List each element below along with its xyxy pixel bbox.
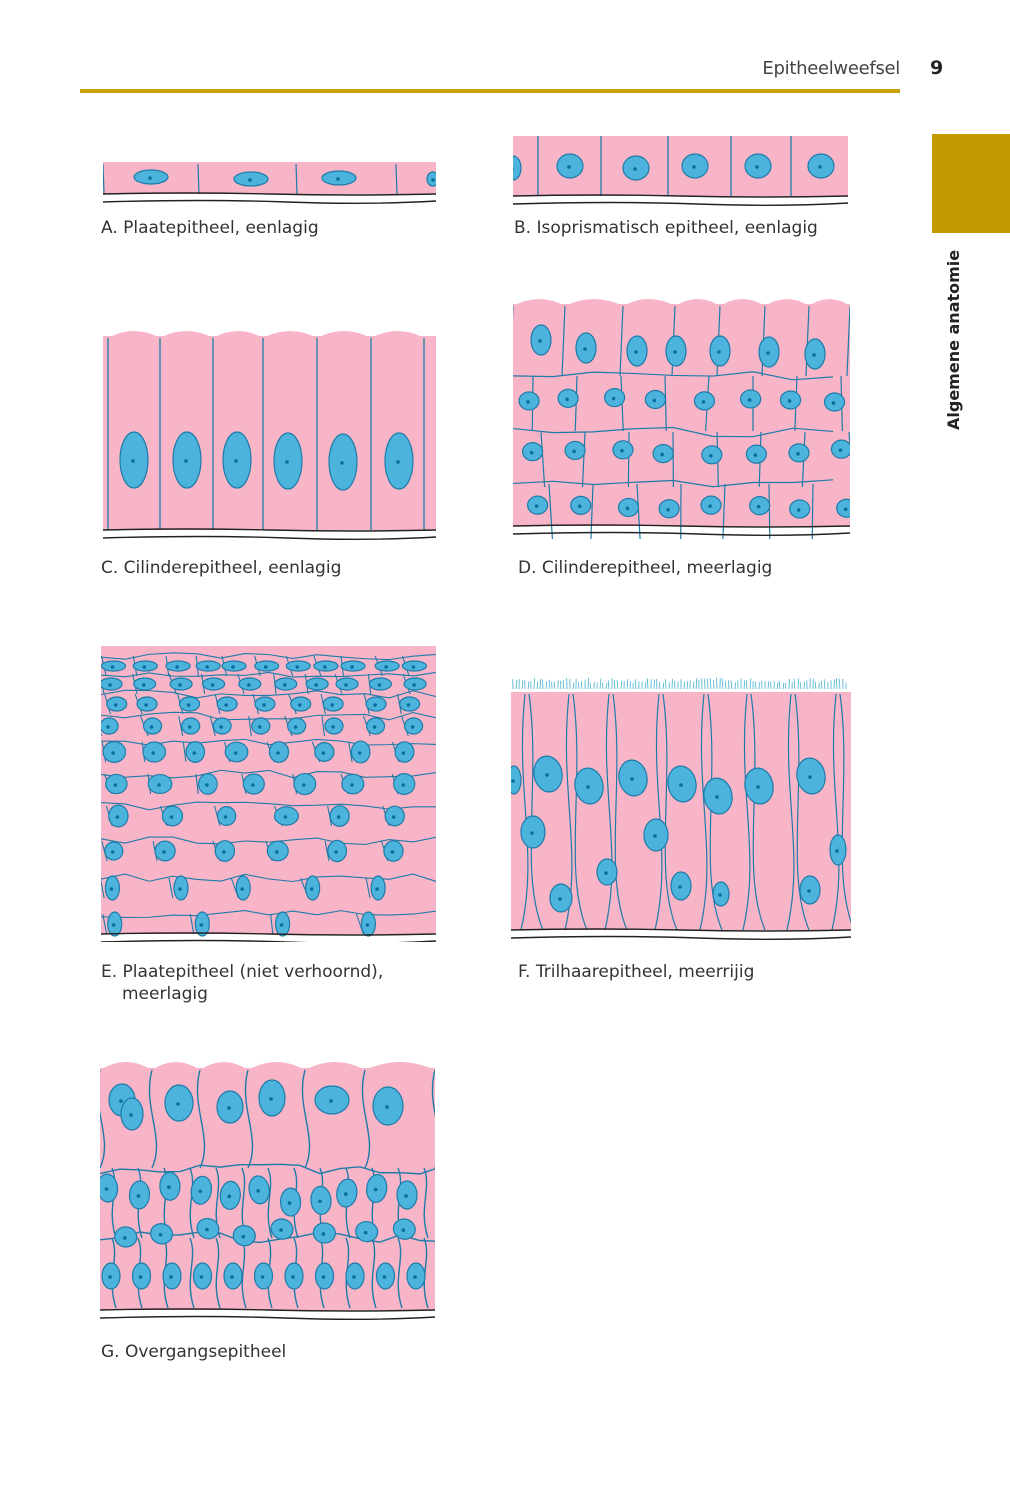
caption-e: E. Plaatepitheel (niet verhoornd), meerl… <box>101 961 383 1005</box>
section-title: Epitheelweefsel <box>762 58 900 79</box>
figure-d-columnar-stratified <box>513 296 850 540</box>
figure-g-transitional <box>100 1058 435 1320</box>
caption-a: A. Plaatepitheel, eenlagig <box>101 218 319 238</box>
figure-f-ciliated-pseudostratified <box>511 672 851 940</box>
figure-c-columnar-simple <box>103 328 436 544</box>
figure-a-squamous-simple <box>103 160 436 210</box>
caption-d: D. Cilinderepitheel, meerlagig <box>518 558 773 578</box>
header-rule <box>80 89 900 93</box>
caption-g: G. Overgangsepitheel <box>101 1342 287 1362</box>
page-number: 9 <box>930 57 944 79</box>
chapter-tab-label: Algemene anatomie <box>944 249 963 430</box>
figure-b-cuboidal-simple <box>513 132 848 208</box>
caption-c: C. Cilinderepitheel, eenlagig <box>101 558 342 578</box>
caption-b: B. Isoprismatisch epitheel, eenlagig <box>514 218 818 238</box>
caption-f: F. Trilhaarepitheel, meerrijig <box>518 962 755 982</box>
chapter-tab-marker <box>932 134 1010 233</box>
caption-e-line2: meerlagig <box>122 984 208 1004</box>
figure-e-squamous-stratified <box>101 640 436 942</box>
caption-e-line1: E. Plaatepitheel (niet verhoornd), <box>101 962 384 982</box>
